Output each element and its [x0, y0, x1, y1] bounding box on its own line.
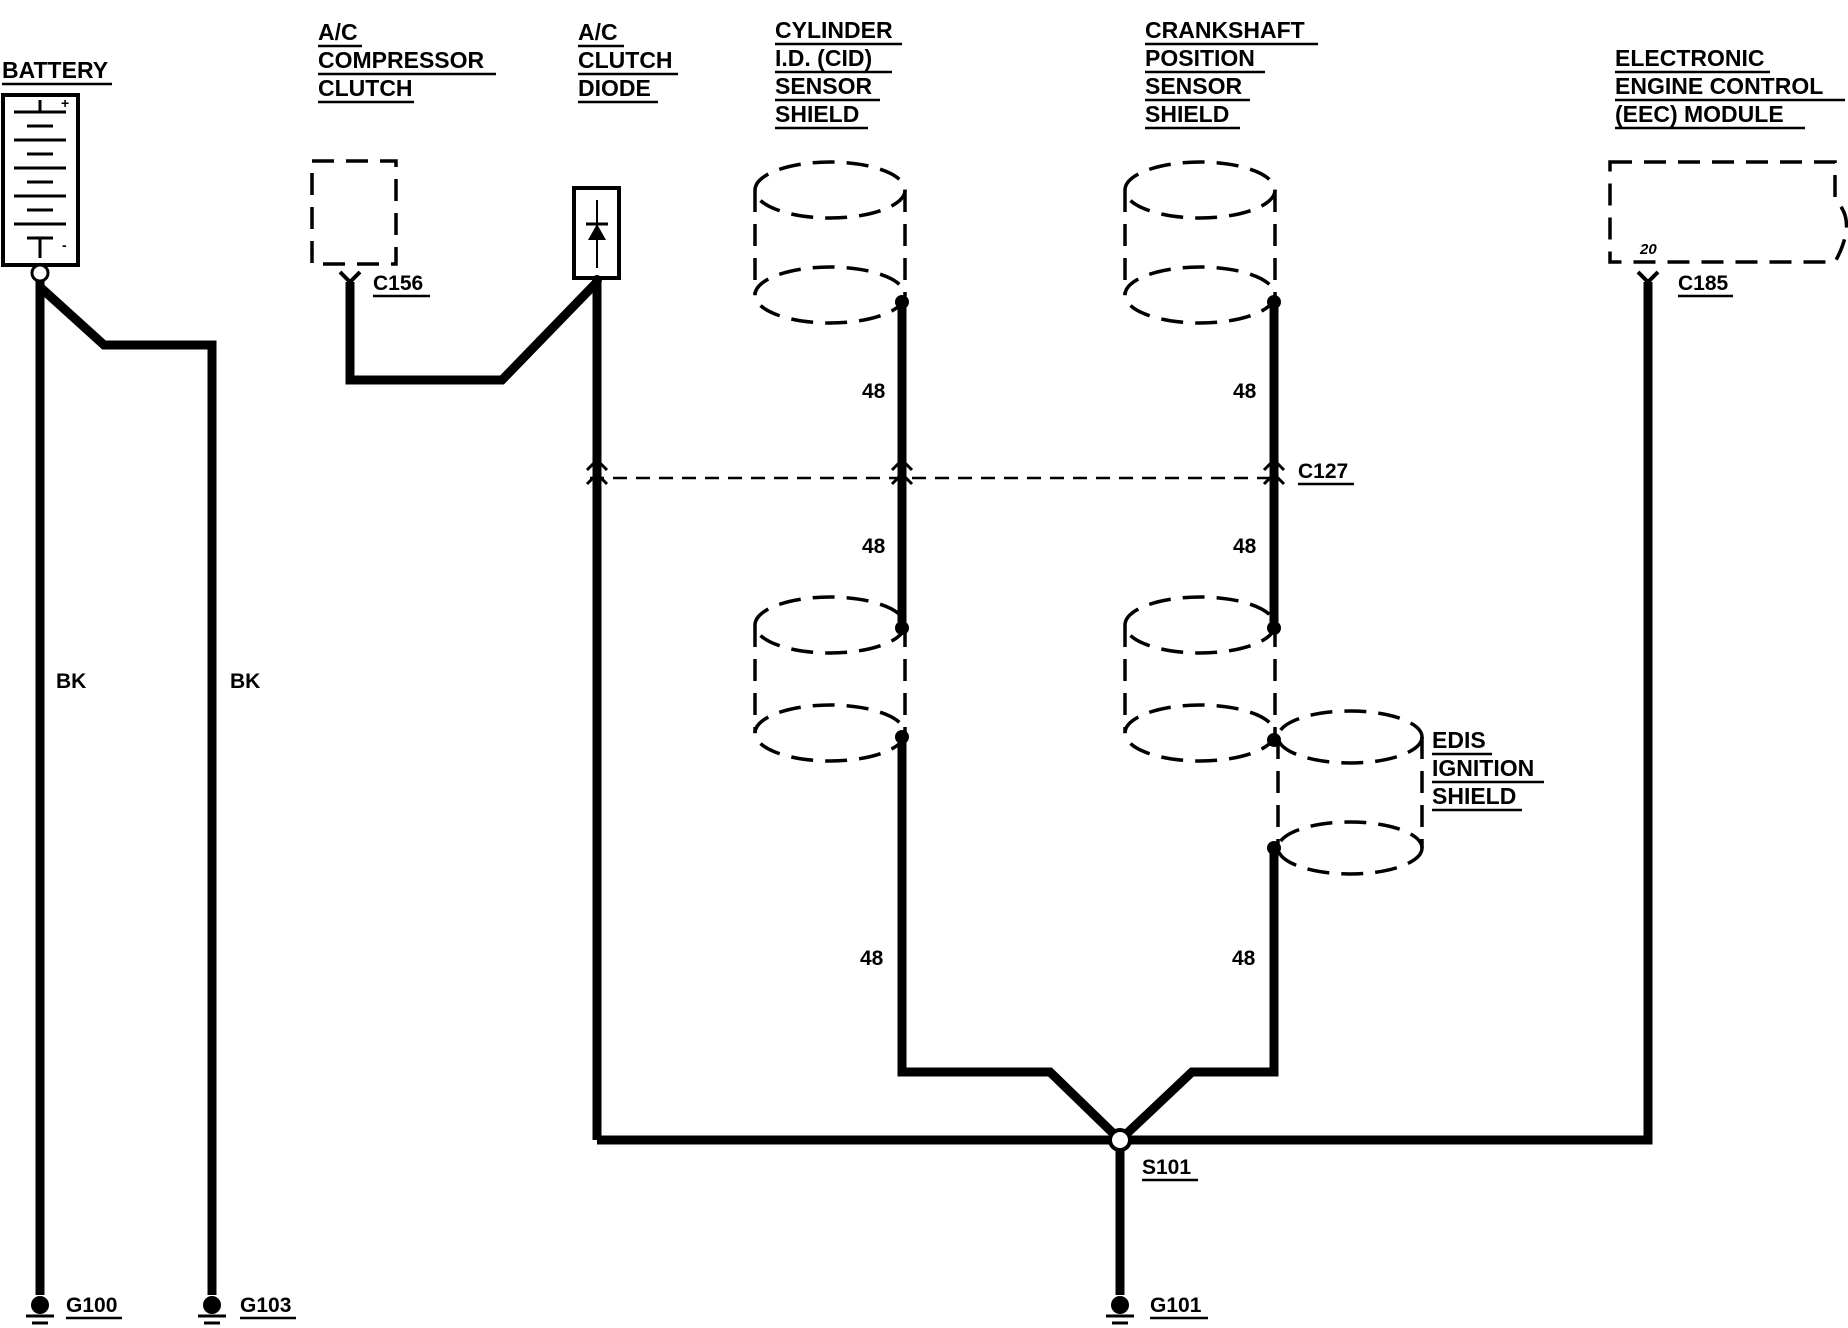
edis-ignition-shield: EDIS IGNITION SHIELD [1276, 709, 1544, 876]
ckp-label-line4: SHIELD [1145, 101, 1229, 127]
ac-clutch-diode-label-line1: A/C [578, 19, 618, 45]
c185-connector-icon [1636, 270, 1660, 285]
battery-plus-mark: + [61, 95, 69, 111]
ground-g101-label: G101 [1150, 1294, 1202, 1317]
ac-compressor-clutch-label-line1: A/C [318, 19, 358, 45]
wire-eec-to-s101 [1120, 282, 1653, 1145]
cid-sensor-shield: CYLINDER I.D. (CID) SENSOR SHIELD [753, 17, 907, 763]
ckp-label-line1: CRANKSHAFT [1145, 17, 1305, 43]
battery-cells-icon [14, 100, 66, 258]
wire-cid-to-s101 [897, 737, 1124, 1144]
c127-connector-icon [585, 457, 1286, 486]
splice-s101-label: S101 [1142, 1156, 1191, 1179]
ckp-sensor-shield: CRANKSHAFT POSITION SENSOR SHIELD [1123, 17, 1318, 763]
cid-label-line3: SENSOR [775, 73, 873, 99]
wire-c156-to-diode [345, 278, 601, 385]
battery-minus-mark: - [62, 237, 67, 253]
ac-clutch-diode: A/C CLUTCH DIODE [572, 19, 678, 285]
eec-module-box [1608, 160, 1848, 264]
edis-label-line2: IGNITION [1432, 755, 1534, 781]
wire-label-cid-middle: 48 [862, 535, 886, 558]
ground-g101: G101 [1106, 1294, 1208, 1325]
ac-clutch-diode-label-line2: CLUTCH [578, 47, 673, 73]
ckp-label-line3: SENSOR [1145, 73, 1243, 99]
edis-label-line3: SHIELD [1432, 783, 1516, 809]
edis-label-line1: EDIS [1432, 727, 1486, 753]
battery-terminal [30, 263, 50, 283]
wire-label-ckp-middle: 48 [1233, 535, 1257, 558]
eec-label-line1: ELECTRONIC [1615, 45, 1765, 71]
wire-color-bk-right: BK [230, 670, 260, 693]
battery: BATTERY + - [1, 57, 112, 283]
eec-label-line2: ENGINE CONTROL [1615, 73, 1823, 99]
ground-g100-label: G100 [66, 1294, 117, 1317]
wire-label-ckp-upper: 48 [1233, 380, 1257, 403]
ac-clutch-diode-label-line3: DIODE [578, 75, 651, 101]
c156-connector-icon [338, 270, 362, 285]
ckp-label-line2: POSITION [1145, 45, 1255, 71]
ac-compressor-clutch: A/C COMPRESSOR CLUTCH [310, 19, 496, 266]
wire-label-cid-upper: 48 [862, 380, 886, 403]
battery-label: BATTERY [2, 57, 108, 83]
splice-s101 [1108, 1128, 1132, 1152]
cid-label-line1: CYLINDER [775, 17, 893, 43]
cid-label-line2: I.D. (CID) [775, 45, 872, 71]
wire-color-bk-left: BK [56, 670, 86, 693]
ground-g103-label: G103 [240, 1294, 291, 1317]
wire-edis-to-s101 [1116, 848, 1279, 1144]
ac-compressor-clutch-label-line3: CLUTCH [318, 75, 413, 101]
wire-label-cid-lower: 48 [860, 947, 884, 970]
ac-compressor-clutch-box [310, 159, 398, 266]
wire-label-ckp-lower: 48 [1232, 947, 1256, 970]
diode-icon [586, 200, 608, 268]
connector-c127-label: C127 [1298, 460, 1348, 483]
connector-c185-label: C185 [1678, 272, 1729, 295]
connector-c156-label: C156 [373, 272, 423, 295]
ground-g100: G100 [26, 1294, 122, 1325]
ground-g103: G103 [198, 1294, 296, 1325]
eec-pin-number: 20 [1639, 241, 1657, 258]
ac-compressor-clutch-label-line2: COMPRESSOR [318, 47, 485, 73]
eec-module: ELECTRONIC ENGINE CONTROL (EEC) MODULE 2… [1608, 45, 1848, 264]
battery-wire-g103 [36, 283, 217, 1295]
cid-label-line4: SHIELD [775, 101, 859, 127]
eec-label-line3: (EEC) MODULE [1615, 101, 1784, 127]
